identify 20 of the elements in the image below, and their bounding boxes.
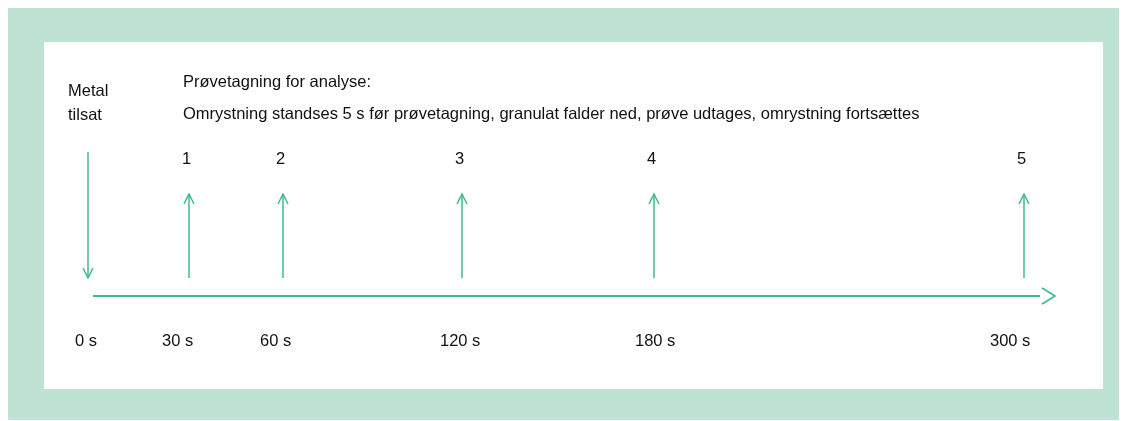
arrow — [648, 193, 660, 279]
sample-number: 4 — [647, 148, 658, 169]
arrow — [456, 193, 468, 279]
event-label: Metal tilsat — [68, 80, 110, 125]
arrow — [183, 193, 195, 279]
sample-number: 2 — [276, 148, 287, 169]
time-label: 180 s — [635, 330, 676, 351]
time-label: 30 s — [162, 330, 194, 351]
time-label: 60 s — [260, 330, 292, 351]
time-label: 0 s — [75, 330, 97, 351]
sample-number: 1 — [182, 148, 193, 169]
time-label: 300 s — [990, 330, 1031, 351]
arrow — [277, 193, 289, 279]
arrow — [82, 151, 94, 279]
arrow — [1018, 193, 1030, 279]
sample-number: 3 — [455, 148, 466, 169]
time-label: 120 s — [440, 330, 481, 351]
header-text: Omrystning standses 5 s før prøvetagning, granulat falder ned, prøve udtages, omrystning fortsættes — [183, 103, 920, 124]
sample-number: 5 — [1017, 148, 1028, 169]
header-text: Prøvetagning for analyse: — [183, 71, 372, 92]
